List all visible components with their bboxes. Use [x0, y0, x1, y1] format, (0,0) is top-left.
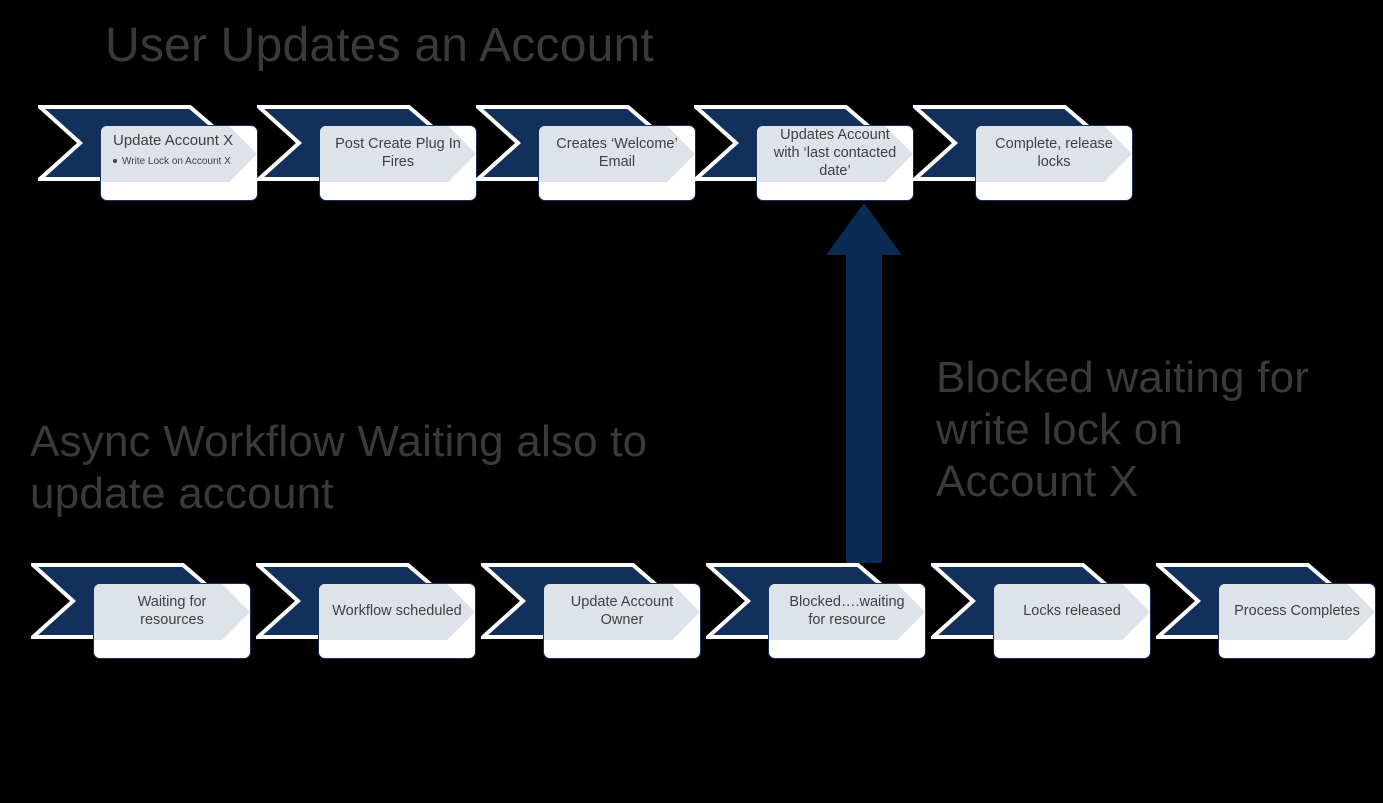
card-chevron-shape-icon [94, 584, 250, 640]
step-card-text: Post Create Plug In Fires [320, 126, 476, 182]
step-card[interactable]: Updates Account with ‘last contacted dat… [756, 125, 914, 201]
step-card[interactable]: Complete, release locks [975, 125, 1133, 201]
step-card-text: Updates Account with ‘last contacted dat… [757, 126, 913, 182]
step-card[interactable]: Update Account X Write Lock on Account X [100, 125, 258, 201]
step-bullet: Write Lock on Account X [113, 156, 231, 168]
blocked-waiting-arrow-icon [818, 203, 910, 563]
step-title: Waiting for resources [137, 594, 207, 628]
card-chevron-shape-icon [769, 584, 925, 640]
step-title: Locks released [1023, 603, 1121, 620]
bullet-dot-icon [113, 158, 117, 163]
card-chevron-shape-icon [320, 126, 476, 182]
step-card[interactable]: Creates ‘Welcome’ Email [538, 125, 696, 201]
step-card[interactable]: Workflow scheduled [318, 583, 476, 659]
step-card-text: Creates ‘Welcome’ Email [539, 126, 695, 182]
step-card-text: Complete, release locks [976, 126, 1132, 182]
card-chevron-shape-icon [539, 126, 695, 182]
card-chevron-shape-icon [976, 126, 1132, 182]
step-title: Updates Account with ‘last contacted dat… [773, 127, 897, 179]
step-card[interactable]: Post Create Plug In Fires [319, 125, 477, 201]
step-card-text: Process Completes [1219, 584, 1375, 640]
page-title-user-updates: User Updates an Account [105, 19, 654, 72]
step-title: Complete, release locks [995, 136, 1113, 170]
step-card-text: Locks released [994, 584, 1150, 640]
step-title: Process Completes [1234, 603, 1360, 620]
card-chevron-shape-icon [994, 584, 1150, 640]
step-card[interactable]: Update Account Owner [543, 583, 701, 659]
step-title: Update Account X [113, 132, 234, 149]
step-title: Blocked….waiting for resource [789, 594, 905, 628]
card-chevron-shape-icon [544, 584, 700, 640]
step-card[interactable]: Process Completes [1218, 583, 1376, 659]
step-title: Update Account Owner [570, 594, 674, 628]
step-card-text: Update Account X Write Lock on Account X [101, 126, 257, 182]
section-title-async-workflow: Async Workflow Waiting also to update ac… [30, 417, 648, 518]
card-chevron-shape-icon [101, 126, 257, 182]
step-card-text: Blocked….waiting for resource [769, 584, 925, 640]
step-card-text: Update Account Owner [544, 584, 700, 640]
card-chevron-shape-icon [757, 126, 913, 182]
step-bullet-text: Write Lock on Account X [122, 156, 231, 168]
step-card[interactable]: Blocked….waiting for resource [768, 583, 926, 659]
step-title: Post Create Plug In Fires [335, 136, 461, 170]
step-card[interactable]: Waiting for resources [93, 583, 251, 659]
step-card[interactable]: Locks released [993, 583, 1151, 659]
annotation-blocked-waiting: Blocked waiting for write lock on Accoun… [936, 353, 1310, 506]
step-title: Creates ‘Welcome’ Email [556, 136, 678, 170]
step-title: Workflow scheduled [332, 603, 462, 620]
step-card-text: Workflow scheduled [319, 584, 475, 640]
card-chevron-shape-icon [319, 584, 475, 640]
step-card-text: Waiting for resources [94, 584, 250, 640]
card-chevron-shape-icon [1219, 584, 1375, 640]
